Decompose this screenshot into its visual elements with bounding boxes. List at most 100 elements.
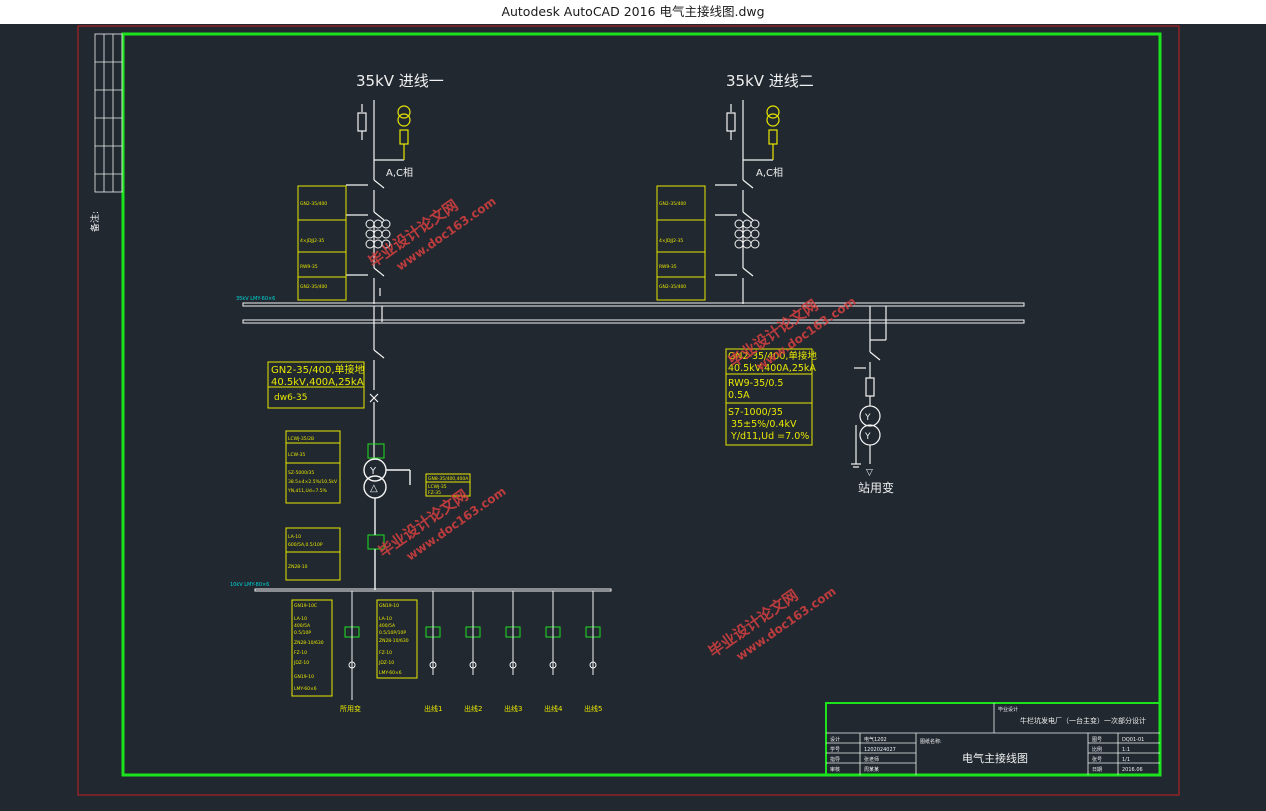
feeder-disconnect-1: GN2-35/400,单接地 [271,363,365,376]
incoming-line-2-title: 35kV 进线二 [726,72,814,90]
feeder-disconnect-box [267,361,365,409]
fp1-2: 400/5A [294,623,311,629]
station-star: Y [864,413,871,423]
feeder-name-1: 出线1 [424,704,442,713]
mt-label-1: LCWJ-35/2B [288,436,314,442]
station-line-1: GN2-35/400,单接地 [728,350,817,362]
tb-right-1-k: 比例 [1092,746,1102,753]
bus-10kv [254,588,612,592]
station-line-2: 40.5kV,400A,25kA [728,363,816,374]
tb-left-2-k: 指导 [830,756,840,763]
delta-symbol: △ [370,483,378,494]
right-eq-label-3: RW9-35 [659,264,677,270]
fp2-7: LMY-60×6 [379,670,402,676]
main-transformer [363,458,411,590]
station-panel [725,348,813,446]
mt-label-5: YN,d11,Ud=7.5% [287,488,328,494]
feeder-name-5: 出线5 [584,704,602,713]
bus-35kv-label: 35kV LMY-60×6 [236,296,275,302]
fp1-0: GN19-10C [294,603,317,609]
fp1-3: 0.5/10P [294,630,311,636]
tb-left-3-v: 周某某 [864,767,879,773]
phase-mark-1: A,C相 [386,166,413,179]
neutral-label-2: LCWJ-35 [428,484,447,490]
tb-left-1-k: 学号 [830,746,840,753]
station-arrow: ▽ [866,468,873,478]
low-side-label-2: 600/5A,0.5/10P [288,542,323,548]
tb-left-1-v: 1202024027 [864,747,896,753]
left-equipment-box [297,185,347,301]
feeder-panel-2 [376,599,418,679]
tb-left-2-v: 张老师 [864,756,879,763]
side-table [94,33,123,193]
low-side-label-1: LA-10 [288,534,301,540]
fp2-4: ZN28-10/630 [379,638,409,644]
fp2-1: LA-10 [379,616,392,622]
tb-left-3-k: 审核 [830,766,840,773]
neutral-label-3: FZ-35 [428,490,441,496]
station-transformer-label: 站用变 [858,480,894,495]
feeder-panel-1 [291,599,333,697]
titleblock-grid [826,703,1160,775]
tb-right-0-v: DQ01-01 [1122,737,1144,743]
station-line-7: Y/d11,Ud =7.0% [728,431,809,442]
feeder-lines [348,591,597,700]
low-side-label-3: ZN28-10 [288,564,308,570]
side-note: 备注: [89,211,101,232]
tb-right-1-v: 1:1 [1122,747,1130,753]
pt-2 [766,105,780,160]
incoming-line-1 [346,100,404,304]
station-line-5: S7-1000/35 [728,407,783,418]
drawing-canvas[interactable]: 备注: 35kV 进线一 A,C相 GN2-35/400 [0,24,1266,807]
fp2-6: JDZ-10 [378,660,394,666]
bus-35kv [242,302,1025,324]
tb-project: 牛栏坑发电厂（一台主变）一次部分设计 [1020,716,1146,725]
drawing-frame [121,32,1162,777]
feeder-name-0: 所用变 [340,704,361,713]
feeder-breaker: dw6-35 [274,393,308,403]
station-star-2: Y [864,432,871,442]
phase-mark-2: A,C相 [756,166,783,179]
watermark-1: 毕业设计论文网 www.doc163.com [365,194,499,273]
tb-right-3-v: 2016.06 [1122,767,1143,773]
right-eq-label-1: GN2-35/400 [659,201,686,207]
window-title: Autodesk AutoCAD 2016 电气主接线图.dwg [0,0,1266,24]
incoming-line-1-title: 35kV 进线一 [356,72,444,90]
low-side-box [285,527,341,581]
station-line-6: 35±5%/0.4kV [728,419,797,430]
station-line-4: 0.5A [728,390,750,401]
right-eq-label-4: GN2-35/400 [659,284,686,290]
feeder-name-2: 出线2 [464,704,482,713]
fp1-1: LA-10 [294,616,307,622]
left-eq-label-1: GN2-35/400 [300,201,327,207]
station-feeder [851,306,887,468]
tb-right-2-v: 1/1 [1122,757,1130,763]
ct-group-2 [734,219,760,249]
mt-label-2: LCW-35 [288,452,305,458]
fp1-6: JDZ-10 [293,660,309,666]
tb-drawing-name: 电气主接线图 [962,751,1028,765]
station-line-3: RW9-35/0.5 [728,378,783,389]
fp1-7: GN19-10 [294,674,314,680]
neutral-box [425,473,471,497]
star-symbol: Y [369,466,377,477]
fp2-2: 400/5A [379,623,396,629]
left-eq-label-3: RW9-35 [300,264,318,270]
right-eq-label-2: 4×JDJJ2-35 [659,238,683,244]
tb-right-0-k: 图号 [1092,737,1102,743]
ct-group-1 [365,219,391,249]
watermark-4: 毕业设计论文网 www.doc163.com [705,584,839,663]
watermark-3: 毕业设计论文网 www.doc163.com [375,484,509,563]
fp2-3: 0.5/10P/10P [379,630,406,636]
left-eq-label-2: 4×JDJJ2-35 [300,238,324,244]
feeder-disconnect-2: 40.5kV,400A,25kA [271,377,364,388]
right-equipment-box [656,185,706,301]
mt-label-3: SZ-5000/35 [288,470,314,476]
feeder-name-4: 出线4 [544,704,563,713]
titleblock [825,702,1161,776]
bus-10kv-label: 10kV LMY-80×6 [230,582,269,588]
transformer-feeder [369,306,385,458]
fp1-4: ZN28-10/630 [294,640,324,646]
tb-left-0-v: 电气1202 [864,736,887,743]
incoming-line-2 [715,100,773,304]
